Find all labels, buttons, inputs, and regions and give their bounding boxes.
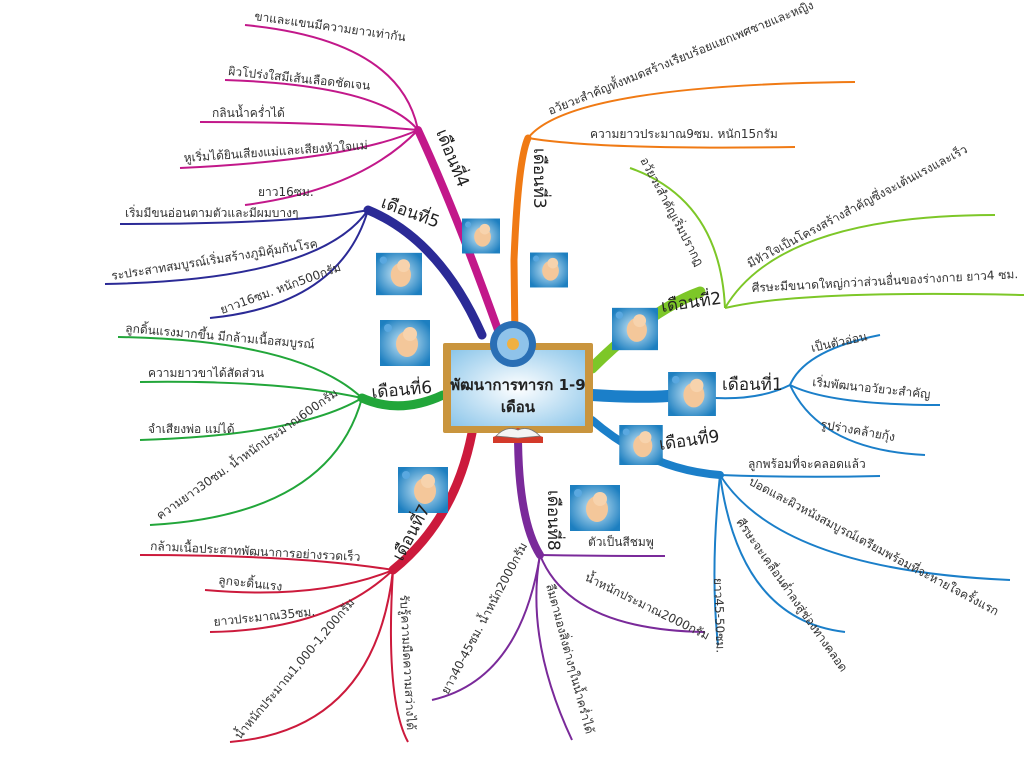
month-6-item: ความยาวขาได้สัดส่วน: [148, 366, 264, 380]
fetus-thumbnail-month-9: [619, 425, 663, 465]
fetus-thumbnail-month-2: [612, 307, 658, 351]
month-2-item: มีหัวใจเป็นโครงสร้างสำคัญซึ่งจะเต้นแรงแล…: [744, 140, 970, 270]
month-2-item: อวัยวะสำคัญเริ่มปรากฏ: [637, 154, 708, 268]
month-8-item: ลืมตามองสิ่งต่างๆในน้ำคร่ำได้: [543, 582, 599, 736]
branch-month-2: เดือนที่2 อวัยวะสำคัญเริ่มปรากฏ มีหัวใจเ…: [586, 140, 1024, 374]
open-book-icon: [493, 428, 543, 443]
month-5-item: ยาว16ซม. หนัก500กรัม: [218, 260, 342, 317]
month-2-item: ศีรษะมีขนาดใหญ่กว่าส่วนอื่นของร่างกาย ยา…: [751, 265, 1018, 295]
month-5-item: เริ่มมีขนอ่อนตามตัวและมีผมบางๆ: [125, 204, 298, 220]
month-9-item: ยาว45-50ซม.: [711, 578, 728, 654]
fetus-thumbnail-month-6: [380, 320, 430, 366]
month-3-item: อวัยวะสำคัญทั้งหมดสร้างเรียบร้อยแยกเพศชา…: [545, 0, 815, 118]
month-6-item: จำเสียงพ่อ แม่ได้: [148, 422, 235, 436]
branch-month-9: เดือนที่9 ลูกพร้อมที่จะคลอดแล้ว ปอดและผิ…: [588, 416, 1011, 675]
month-6-item: ลูกดิ้นแรงมากขึ้น มีกล้ามเนื้อสมบูรณ์: [125, 319, 316, 352]
fetus-thumbnail-month-5: [376, 252, 422, 296]
branch-month-8: เดือนที่8 ตัวเป็นสีชมพู น้ำหนักประมาณ200…: [431, 429, 713, 741]
month-3-item: ความยาวประมาณ9ซม. หนัก15กรัม: [590, 127, 778, 141]
month-9-label: เดือนที่9: [657, 424, 720, 455]
month-7-item: รับรู้ความมืดความสว่างได้: [396, 594, 418, 730]
month-9-item: ลูกพร้อมที่จะคลอดแล้ว: [748, 455, 866, 472]
fetus-thumbnail-month-3: [530, 252, 568, 288]
fetus-thumbnail-month-1: [668, 372, 716, 416]
trunk-month-1: [586, 389, 674, 403]
month-9-item: ศีรษะจะเคลื่อนต่ำลงสู่ช่องทางคลอด: [733, 515, 852, 675]
month-6-item: ความยาว30ซม. น้ำหนักประมาณ600กรัม: [153, 384, 341, 522]
month-4-item: ผิวโปร่งใสมีเส้นเลือดชัดเจน: [228, 64, 371, 93]
fetus-thumbnail-month-8: [570, 485, 620, 531]
month-8-item: ยาว40-45ซม. น้ำหนัก2000กรัม: [437, 539, 531, 696]
month-1-item: เป็นตัวอ่อน: [810, 328, 869, 355]
month-1-item: รูปร่างคล้ายกุ้ง: [819, 417, 896, 445]
month-8-item: ตัวเป็นสีชมพู: [588, 534, 654, 550]
month-4-item: ยาว16ซม.: [258, 185, 314, 199]
month-5-label: เดือนที่5: [378, 190, 443, 232]
fetus-thumbnail-month-4: [462, 218, 500, 254]
branch-month-5: เดือนที่5 เริ่มมีขนอ่อนตามตัวและมีผมบางๆ…: [104, 190, 487, 340]
central-topic: พัฒนาการทารก 1-9 เดือน: [443, 321, 593, 443]
month-4-item: ขาและแขนมีความยาวเท่ากัน: [254, 9, 407, 44]
month-1-label: เดือนที่1: [722, 372, 783, 395]
month-9-item: ปอดและผิวหนังสมบูรณ์เตรียมพร้อมที่จะหายใ…: [746, 473, 1002, 620]
month-3-label: เดือนที่3: [529, 148, 552, 209]
month-8-label: เดือนที่8: [543, 490, 566, 551]
center-title-line1: พัฒนาการทารก 1-9: [450, 376, 585, 394]
month-7-item: ยาวประมาณ35ซม.: [213, 604, 316, 629]
center-title-line2: เดือน: [501, 398, 536, 416]
month-7-item: กล้ามเนื้อประสาทพัฒนาการอย่างรวดเร็ว: [150, 537, 361, 564]
month-8-item: น้ำหนักประมาณ2000กรัม: [583, 568, 713, 642]
month-4-item: กลินน้ำคร่ำได้: [212, 104, 285, 120]
fetal-stages-wheel-icon: [490, 321, 536, 367]
branch-month-6: เดือนที่6 ลูกดิ้นแรงมากขึ้น มีกล้ามเนื้อ…: [117, 319, 448, 526]
